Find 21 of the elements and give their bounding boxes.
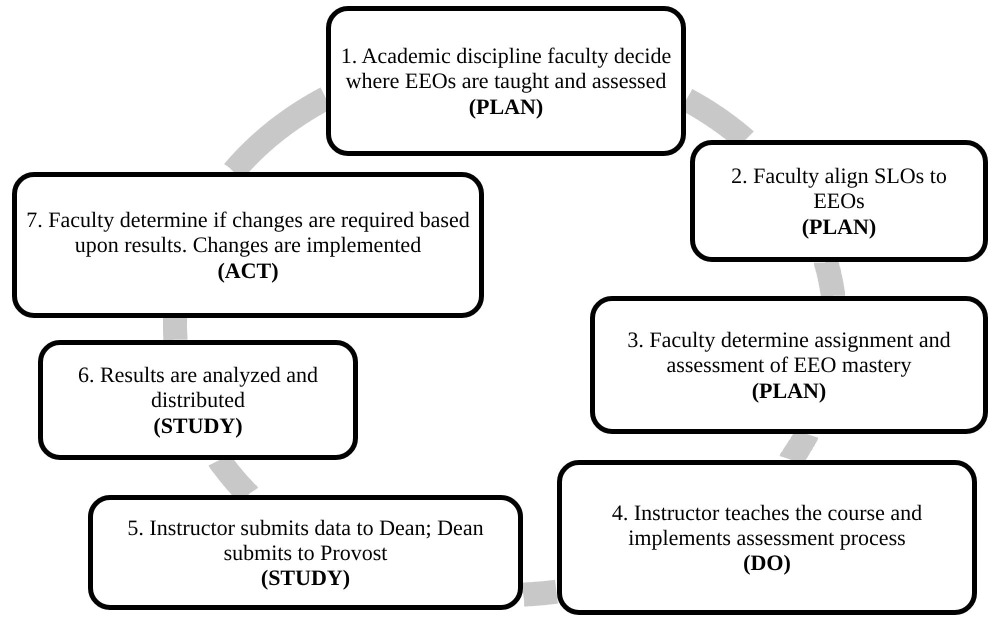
process-box <box>12 172 484 318</box>
process-box <box>557 460 977 615</box>
process-box <box>38 340 358 460</box>
phase-label: (PLAN) <box>802 214 876 239</box>
phase-label: (PLAN) <box>752 378 826 403</box>
process-box <box>690 140 988 262</box>
process-box <box>88 495 523 610</box>
process-box <box>326 6 686 156</box>
step-text: 1. Academic discipline faculty decide where EEOs are taught and assessed <box>340 43 672 94</box>
phase-label: (PLAN) <box>468 94 544 119</box>
phase-label: (STUDY) <box>260 565 350 590</box>
step-text: 5. Instructor submits data to Dean; Dean submits to Provost <box>126 514 485 566</box>
phase-label: (DO) <box>743 550 791 576</box>
step-text: 4. Instructor teaches the course and implements assessment process <box>610 500 924 550</box>
step-text: 7. Faculty determine if changes are required based upon results. Changes are implemented <box>25 207 471 258</box>
step-text: 2. Faculty align SLOs to EEOs <box>730 163 948 214</box>
phase-label: (STUDY) <box>153 412 243 438</box>
step-text: 3. Faculty determine assignment and assessment of EEO mastery <box>626 327 952 378</box>
process-box <box>590 296 988 434</box>
step-text: 6. Results are analyzed and distributed <box>76 362 320 413</box>
phase-label: (ACT) <box>217 258 279 283</box>
